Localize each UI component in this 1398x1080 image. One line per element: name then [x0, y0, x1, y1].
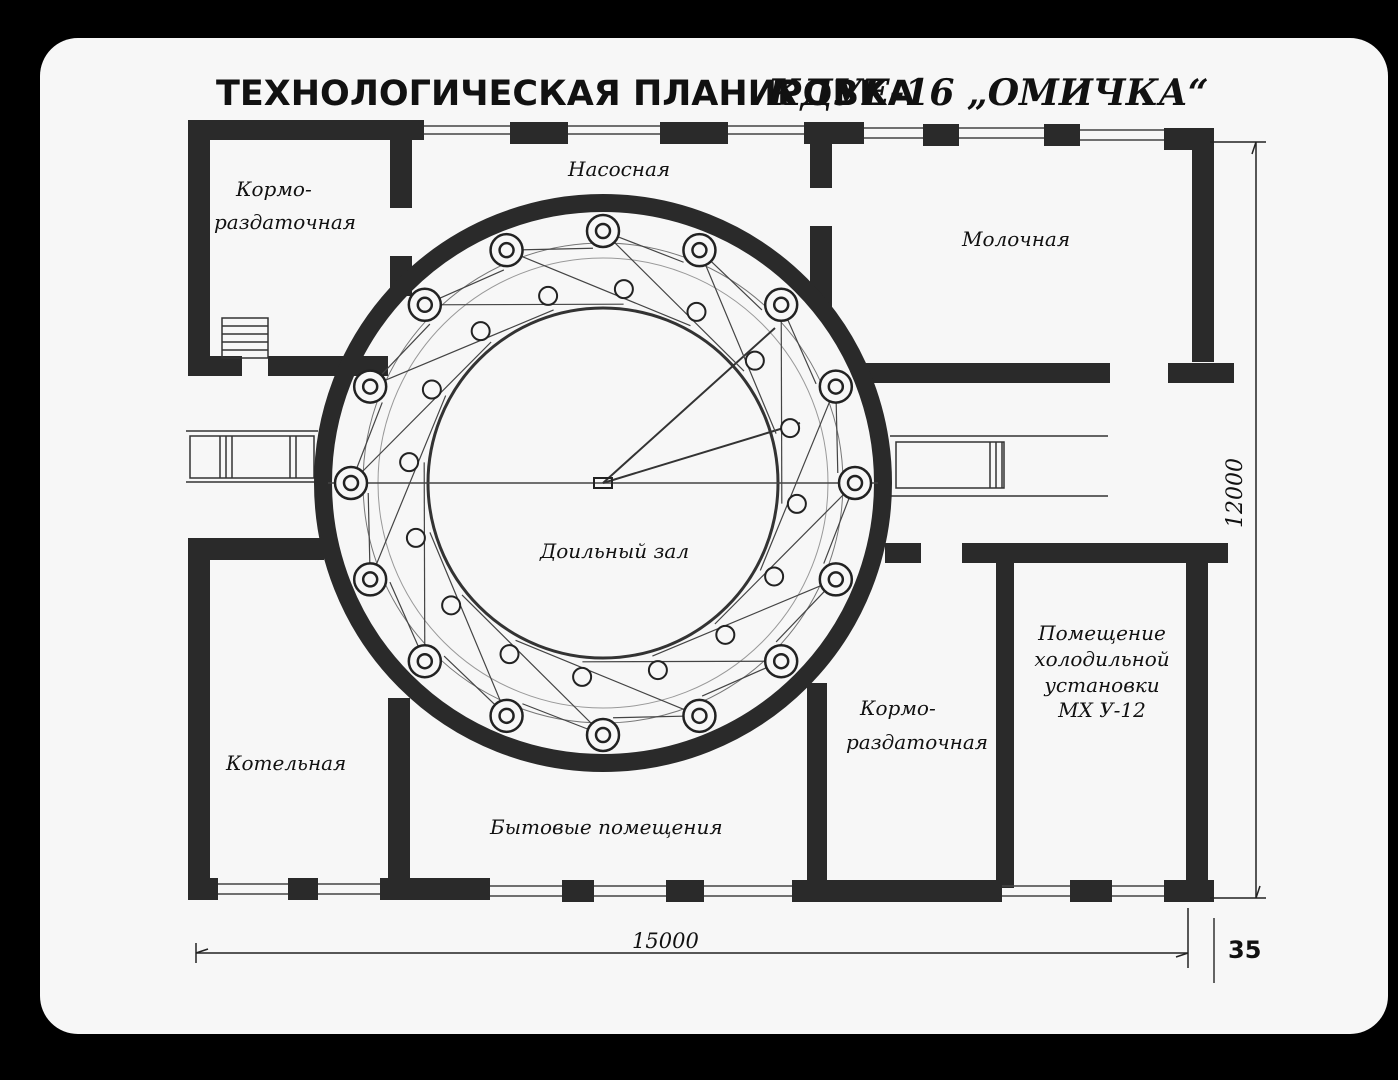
carousel-stall-line [602, 230, 745, 372]
slide: ТЕХНОЛОГИЧЕСКАЯ ПЛАНИРОВКА КДУЕ-16 „ОМИЧ… [40, 38, 1388, 1034]
carousel-post [647, 660, 668, 681]
right-passage [890, 435, 1108, 497]
carousel-pulley [585, 717, 621, 753]
carousel-pulley [682, 698, 717, 734]
label-refrigeration-2: холодильной [1034, 647, 1169, 671]
carousel-post [499, 644, 520, 665]
carousel-pulley [837, 465, 873, 501]
carousel-post [441, 595, 462, 616]
label-refrigeration-4: МХ У-12 [1057, 698, 1146, 722]
carousel-pulley [489, 232, 524, 268]
carousel-stall-line [780, 304, 783, 504]
carousel-pulley [407, 287, 443, 323]
carousel-pulley [763, 287, 799, 323]
carousel-post [405, 527, 426, 548]
carousel-pulley [818, 562, 854, 597]
carousel-stall-line [369, 309, 554, 388]
label-milk-room: Молочная [961, 227, 1070, 251]
label-feed-room-bottom-2: раздаточная [846, 730, 988, 754]
carousel-stall-line [424, 303, 624, 306]
carousel-post [399, 452, 420, 473]
carousel-pulley [763, 643, 799, 679]
slide-number: 35 [1228, 936, 1261, 964]
walls [188, 120, 1234, 902]
carousel-pulley [585, 213, 621, 249]
carousel-stall-line [759, 386, 837, 571]
carousel-pulley [333, 465, 369, 501]
label-feed-room-top-1: Кормо- [235, 177, 312, 201]
carousel-pulley [818, 369, 854, 404]
carousel-post [572, 666, 593, 687]
carousel-stall-line [582, 660, 782, 663]
carousel-post [470, 321, 491, 342]
carousel-post [764, 566, 785, 587]
label-utility-rooms: Бытовые помещения [489, 815, 723, 839]
carousel-stall-line [698, 249, 777, 434]
carousel-stall-line [423, 462, 426, 662]
carousel-stall-line [461, 594, 604, 736]
title-main: ТЕХНОЛОГИЧЕСКАЯ ПЛАНИРОВКА [216, 74, 915, 114]
label-refrigeration-3: установки [1043, 673, 1159, 697]
label-boiler-room: Котельная [225, 751, 346, 775]
title-model: КДУЕ-16 „ОМИЧКА“ [767, 72, 1209, 114]
label-milking-hall: Доильный зал [539, 539, 689, 563]
carousel-post [613, 279, 634, 300]
carousel-post [686, 301, 707, 322]
label-feed-room-top-2: раздаточная [214, 210, 356, 234]
carousel-pulley [682, 232, 717, 268]
carousel-pulley [352, 369, 388, 404]
carousel-post [744, 350, 765, 371]
milking-carousel [314, 194, 892, 772]
carousel-stall-line [506, 249, 691, 327]
carousel-post [421, 379, 442, 400]
carousel-post [780, 418, 801, 439]
dimension-height: 12000 [1223, 458, 1248, 528]
floor-plan: ТЕХНОЛОГИЧЕСКАЯ ПЛАНИРОВКА КДУЕ-16 „ОМИЧ… [186, 72, 1266, 983]
carousel-stall-line [515, 639, 700, 717]
carousel-stall-line [350, 341, 492, 484]
dimension-width: 15000 [632, 929, 699, 953]
label-feed-room-bottom-1: Кормо- [859, 696, 936, 720]
dimension-width-line [195, 908, 1189, 968]
carousel-stall-line [714, 482, 856, 625]
carousel-post [715, 624, 736, 645]
left-passage [186, 430, 318, 483]
carousel-pulley [489, 698, 524, 734]
carousel-pulley [352, 562, 388, 597]
carousel-stall-line [369, 395, 447, 580]
dimension-height-line [1210, 141, 1266, 899]
carousel-stall-line [429, 532, 508, 717]
carousel-stall-line [652, 578, 837, 657]
carousel-post [538, 285, 559, 306]
carousel-pulley [407, 643, 443, 679]
label-refrigeration-1: Помещение [1037, 621, 1166, 645]
windows [218, 125, 1164, 897]
label-pump-room: Насосная [567, 157, 670, 181]
stairs-top-left [221, 317, 269, 359]
carousel-post [786, 493, 807, 514]
